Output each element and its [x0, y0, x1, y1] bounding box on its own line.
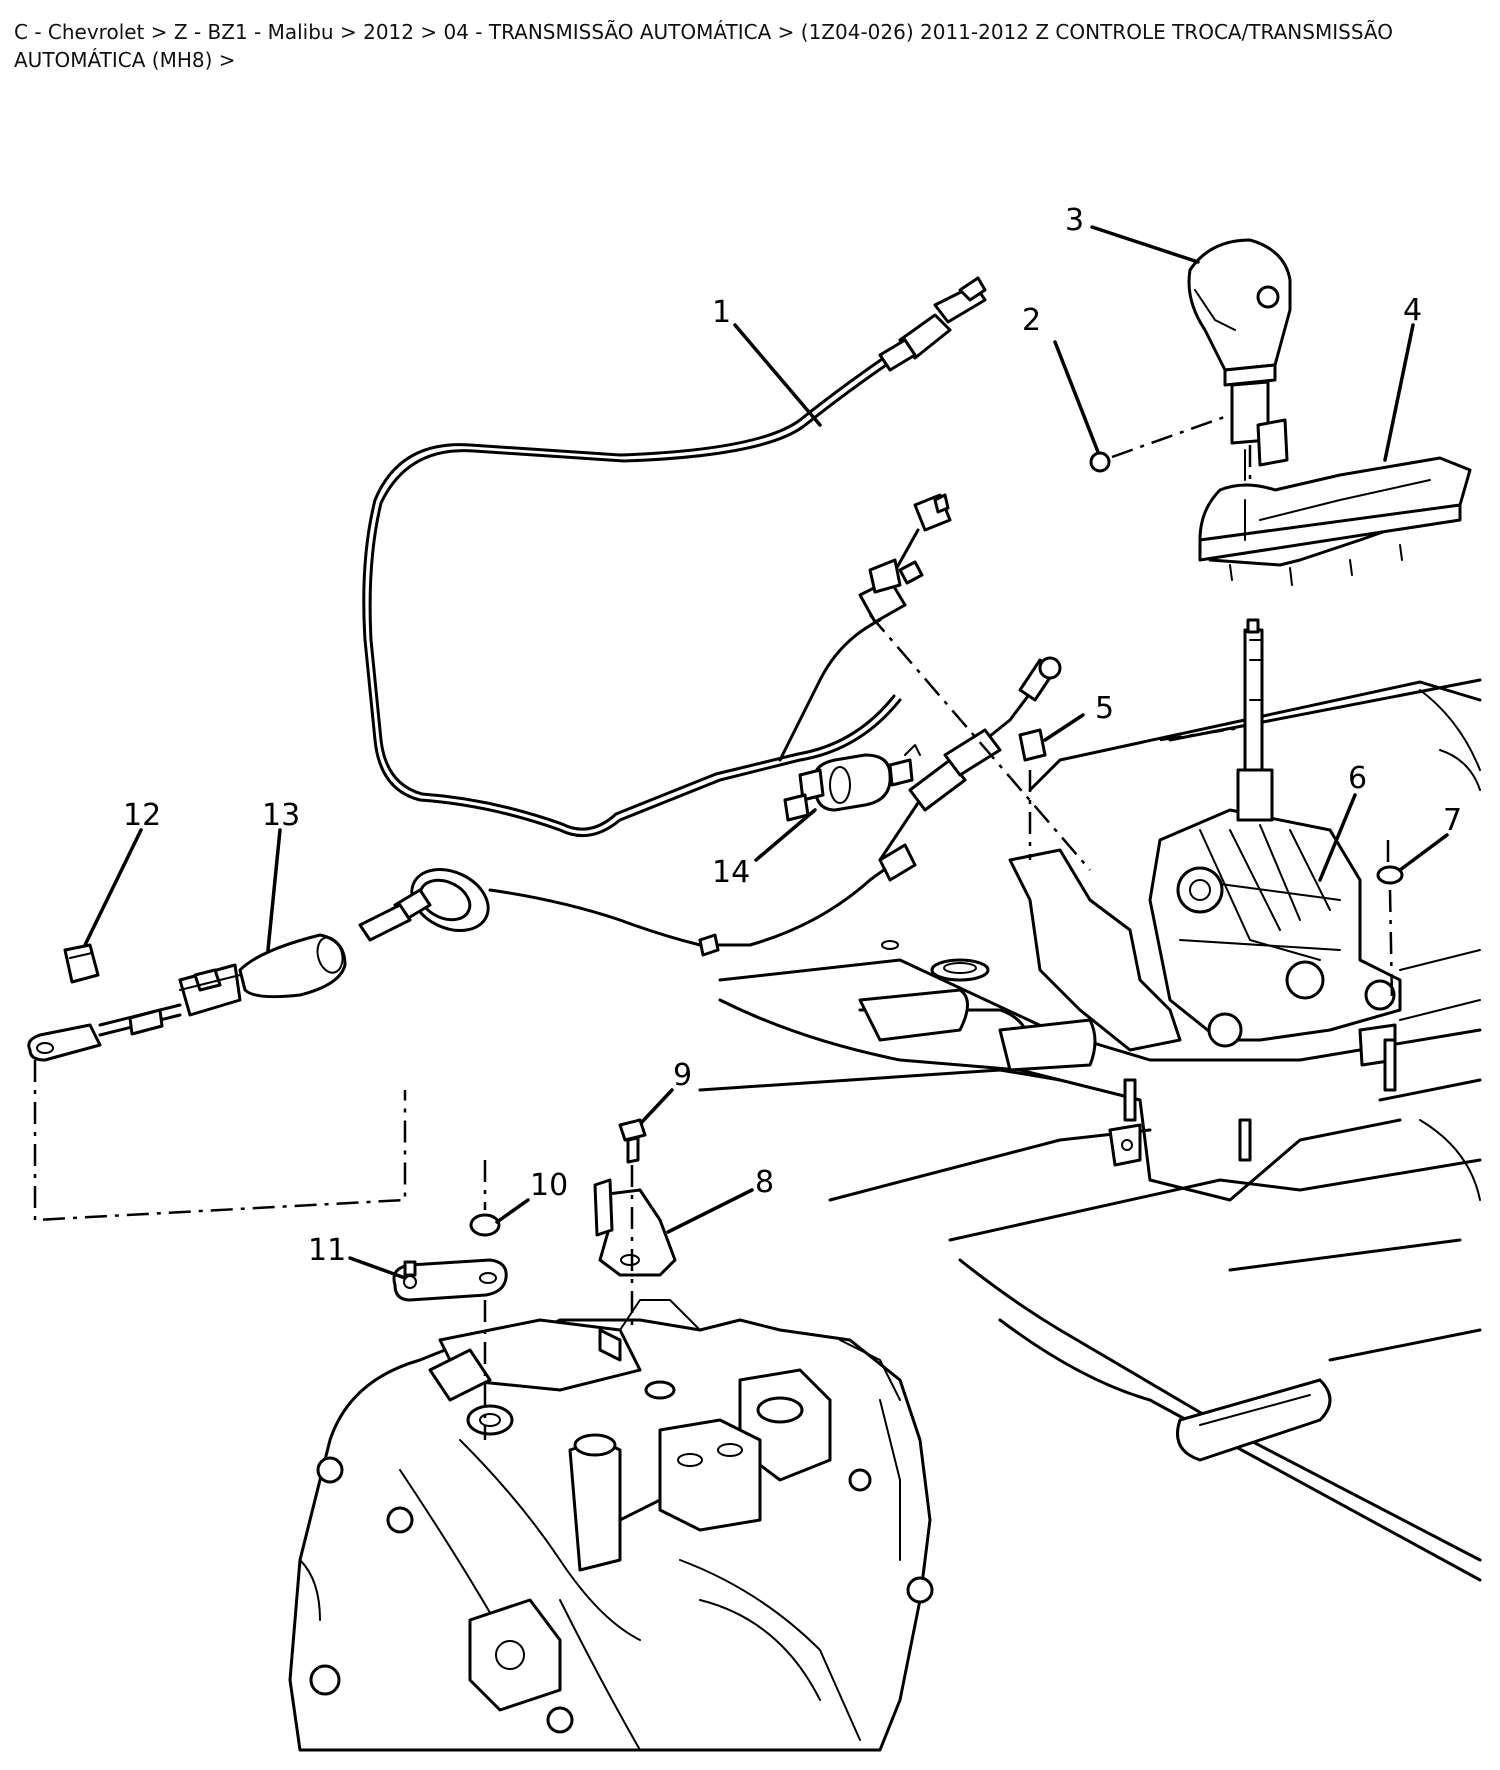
callout-13: 13	[262, 798, 300, 833]
part-12-clip	[63, 943, 100, 984]
callout-1: 1	[712, 295, 731, 330]
callout-2: 2	[1022, 303, 1041, 338]
part-1-shift-cable	[362, 276, 987, 838]
breadcrumb-separator: >	[333, 20, 364, 44]
callout-6: 6	[1348, 761, 1367, 796]
callout-3: 3	[1065, 203, 1084, 238]
part-3-shift-knob	[1187, 238, 1292, 481]
breadcrumb-item-subgroup[interactable]: (1Z04-026) 2011-2012 Z CONTROLE TROCA/TR…	[14, 20, 1393, 72]
part-8-bracket	[593, 1178, 677, 1277]
leader-line	[1398, 833, 1449, 872]
assembly-line	[33, 1060, 407, 1222]
part-4-indicator-bezel	[1198, 456, 1472, 586]
transmission-assembly	[288, 1299, 934, 1752]
part-10-nut	[469, 1160, 501, 1440]
breadcrumb-separator: >	[212, 48, 236, 72]
leader-line	[495, 1198, 530, 1224]
part-11-lever	[392, 1258, 508, 1302]
leader-line	[666, 1188, 754, 1234]
part-14-solenoid	[783, 744, 921, 822]
assembly-line	[869, 614, 1091, 871]
callout-7: 7	[1443, 803, 1462, 838]
breadcrumb-separator: >	[771, 20, 801, 44]
breadcrumb: C - Chevrolet > Z - BZ1 - Malibu > 2012 …	[14, 18, 1414, 74]
callout-10: 10	[530, 1168, 568, 1203]
callout-14: 14	[712, 855, 750, 890]
leader-line	[1318, 793, 1357, 882]
callout-9: 9	[673, 1058, 692, 1093]
leader-line	[640, 1088, 674, 1124]
shifter-housing	[1008, 618, 1402, 1052]
callout-8: 8	[755, 1165, 774, 1200]
callout-4: 4	[1403, 293, 1422, 328]
floor-pan	[698, 678, 1482, 1582]
leader-line	[266, 828, 282, 952]
leader-line	[1053, 340, 1100, 454]
leader-line	[754, 808, 817, 862]
leader-line	[1383, 323, 1415, 462]
leader-line	[348, 1256, 407, 1280]
leader-line	[733, 323, 822, 427]
callout-5: 5	[1095, 691, 1114, 726]
breadcrumb-item-year[interactable]: 2012	[363, 20, 414, 44]
part-5-clip	[1018, 728, 1047, 860]
shifter-cable-rod	[878, 656, 1062, 882]
breadcrumb-separator: >	[414, 20, 444, 44]
part-7-nut	[1376, 840, 1404, 1001]
breadcrumb-item-make[interactable]: C - Chevrolet	[14, 20, 145, 44]
part-9-bolt	[618, 1118, 647, 1330]
breadcrumb-separator: >	[144, 20, 174, 44]
breadcrumb-item-model[interactable]: Z - BZ1 - Malibu	[173, 20, 334, 44]
callout-12: 12	[123, 798, 161, 833]
callout-11: 11	[308, 1233, 346, 1268]
part-13-cable-end	[27, 858, 902, 1062]
breadcrumb-item-group[interactable]: 04 - TRANSMISSÃO AUTOMÁTICA	[443, 20, 772, 44]
park-lock-cable	[778, 493, 952, 762]
leader-line	[1043, 713, 1085, 742]
leader-line	[1090, 225, 1200, 264]
part-2-screw	[1089, 413, 1231, 473]
leader-line	[83, 828, 143, 947]
